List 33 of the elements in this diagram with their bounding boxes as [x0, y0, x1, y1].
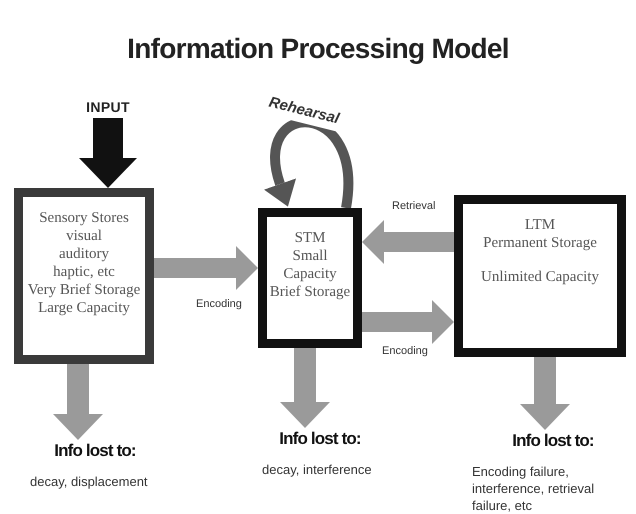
block-arrow	[280, 348, 330, 428]
edge-label: Encoding	[196, 296, 242, 312]
loss-causes: decay, displacement	[30, 473, 148, 490]
block-arrow	[79, 118, 137, 188]
store-text: Small Capacity	[282, 247, 338, 283]
loss-heading: Info lost to:	[279, 428, 361, 450]
input-label: INPUT	[86, 98, 130, 116]
diagram-title: Information Processing Model	[126, 32, 510, 66]
store-text: Large Capacity	[38, 299, 130, 317]
block-arrow	[154, 246, 258, 290]
store-text: haptic, etc	[53, 263, 115, 281]
edge-label: Encoding	[382, 343, 428, 360]
store-text: visual	[66, 227, 102, 245]
store-text: Permanent Storage	[483, 234, 597, 252]
store-text: LTM	[524, 216, 556, 234]
block-arrow	[520, 357, 570, 430]
loop-arrow	[263, 118, 354, 208]
memory-store-box	[14, 188, 154, 364]
store-text: Sensory Stores	[39, 209, 129, 227]
loss-causes: Encoding failure, interference, retrieval failure, etc	[472, 463, 596, 514]
loss-causes: decay, interference	[262, 461, 372, 478]
store-text: STM	[294, 229, 326, 247]
store-text: Very Brief Storage	[28, 281, 140, 299]
loss-heading: Info lost to:	[512, 430, 594, 452]
loss-heading: Info lost to:	[54, 440, 136, 462]
memory-store-box	[258, 208, 362, 348]
store-text: Brief Storage	[270, 283, 350, 301]
block-arrow	[362, 220, 454, 264]
block-arrow	[362, 300, 454, 344]
store-text: Unlimited Capacity	[481, 268, 599, 286]
block-arrow	[53, 364, 103, 440]
memory-store-box	[454, 195, 626, 357]
store-text: auditory	[59, 245, 109, 263]
